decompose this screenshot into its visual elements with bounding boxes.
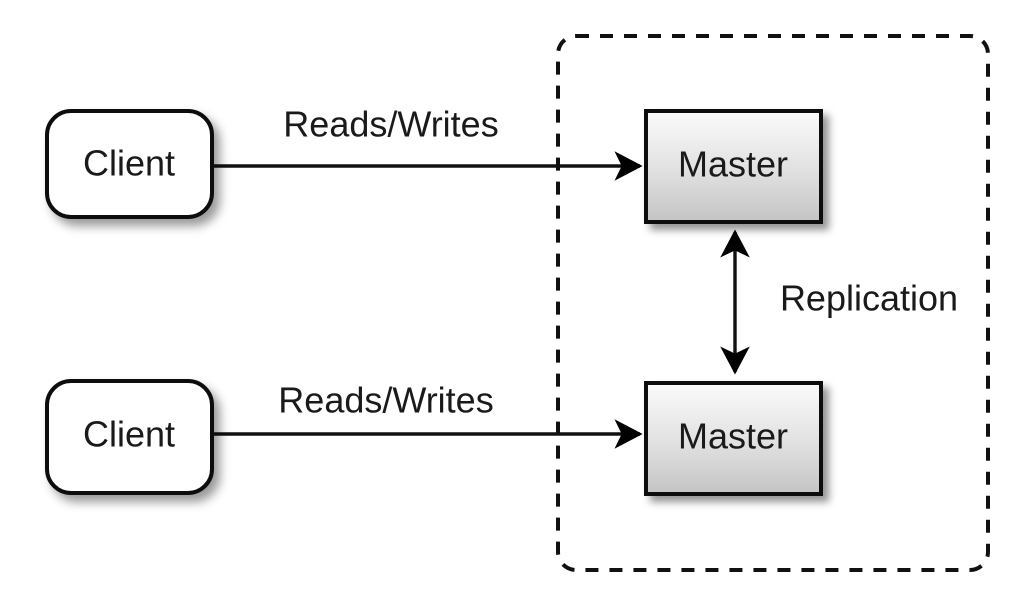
node-master-top[interactable]	[644, 109, 823, 224]
node-client-top[interactable]	[45, 109, 214, 219]
master-bottom-shape[interactable]	[644, 381, 823, 496]
edge-bottom-label: Reads/Writes	[278, 380, 493, 421]
master-top-shape[interactable]	[644, 109, 823, 224]
edge-replication: Replication	[720, 229, 958, 375]
node-master-bottom[interactable]	[644, 381, 823, 496]
cluster-boundary	[556, 34, 990, 572]
edge-top-label: Reads/Writes	[283, 104, 498, 145]
master-top-label: Master	[678, 144, 788, 185]
node-client-bottom[interactable]	[45, 379, 214, 495]
client-bottom-shape[interactable]	[45, 379, 214, 495]
client-top-shape[interactable]	[45, 109, 214, 219]
client-top-label: Client	[83, 143, 175, 184]
client-bottom-label: Client	[83, 414, 175, 455]
master-bottom-label: Master	[678, 416, 788, 457]
replication-label: Replication	[780, 278, 958, 319]
edge-bottom-reads-writes: Reads/Writes	[213, 380, 643, 449]
edge-top-reads-writes: Reads/Writes	[213, 104, 643, 181]
